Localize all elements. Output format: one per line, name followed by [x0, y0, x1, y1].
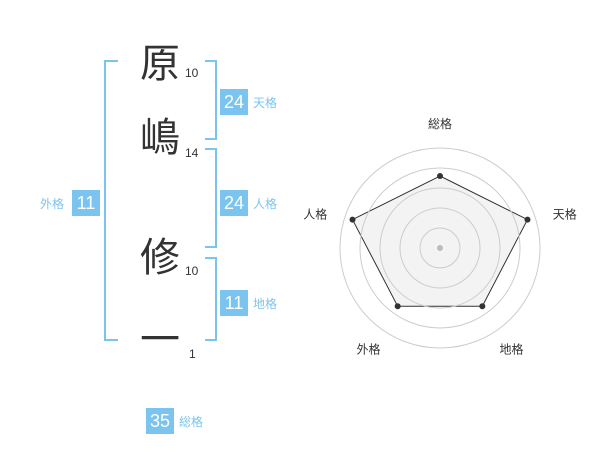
radar-axis-label: 人格	[303, 207, 327, 222]
radar-point	[524, 216, 531, 223]
tenkaku-value: 24	[220, 89, 248, 115]
radar-polygon	[351, 175, 529, 307]
jinkaku-label: 人格	[253, 197, 278, 211]
radar-point	[479, 303, 486, 310]
stroke-count-3: 10	[185, 264, 199, 278]
radar-ring	[379, 187, 501, 309]
radar-ring	[339, 147, 541, 349]
gaikaku-value: 11	[72, 190, 100, 216]
radar-point	[394, 303, 401, 310]
gaikaku-label: 外格	[40, 197, 65, 211]
jinkaku-bracket	[205, 148, 217, 248]
radar-center-dot	[437, 245, 443, 251]
soukaku-label: 総格	[179, 415, 204, 429]
soukaku-value: 35	[146, 408, 174, 434]
chikaku-value: 11	[220, 290, 248, 316]
radar-ring	[419, 227, 461, 269]
stroke-count-2: 14	[185, 146, 199, 160]
radar-axis-label: 総格	[428, 116, 452, 131]
name-char-1: 原	[140, 41, 180, 87]
radar-point	[349, 216, 356, 223]
stroke-count-4: 1	[189, 347, 196, 361]
radar-point	[437, 173, 443, 179]
name-char-2: 嶋	[140, 115, 180, 161]
radar-rings	[339, 147, 541, 349]
radar-ring	[399, 207, 481, 289]
stroke-count-1: 10	[185, 66, 199, 80]
radar-axis-label: 地格	[499, 341, 523, 356]
name-char-3: 修	[140, 235, 180, 281]
radar-points	[349, 173, 531, 310]
radar-axis-label: 天格	[553, 207, 577, 222]
tenkaku-bracket	[205, 60, 217, 140]
tenkaku-label: 天格	[253, 96, 278, 110]
chikaku-bracket	[205, 257, 217, 341]
gaikaku-bracket	[104, 60, 118, 341]
jinkaku-value: 24	[220, 190, 248, 216]
radar-ring	[359, 167, 521, 329]
chikaku-label: 地格	[253, 297, 278, 311]
radar-axis-label: 外格	[357, 341, 381, 356]
name-char-4: 一	[140, 317, 180, 363]
